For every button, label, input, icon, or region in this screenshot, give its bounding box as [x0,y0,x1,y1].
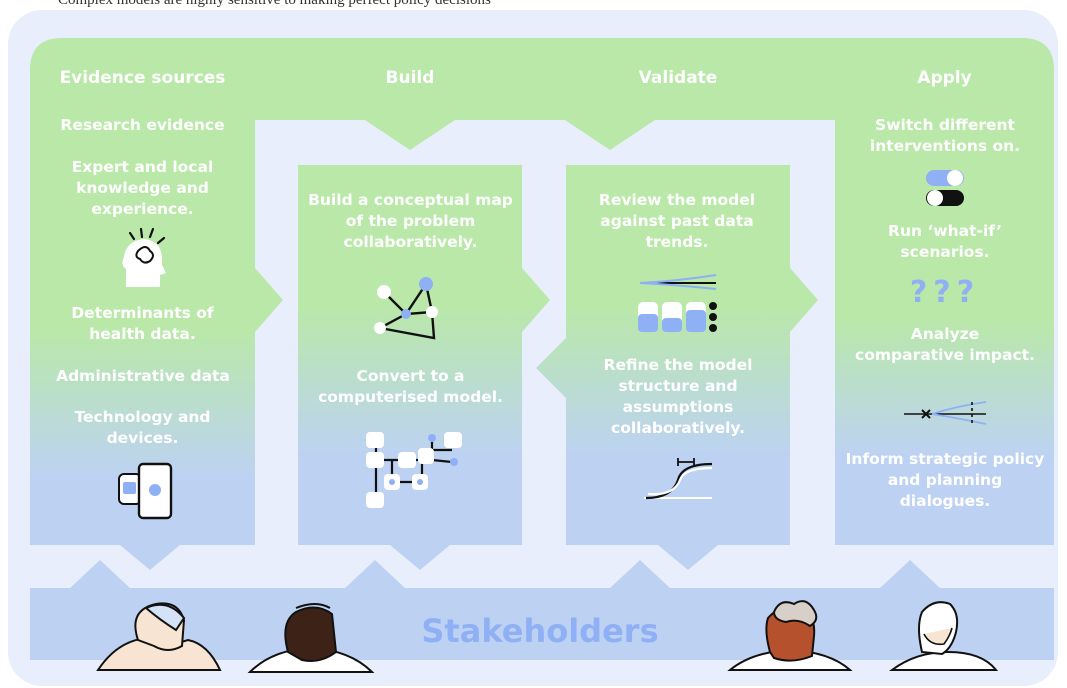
stakeholder-face-icon [247,603,375,673]
stakeholder-face-icon [96,602,222,671]
stakeholder-face-icon [727,600,853,671]
data-trend-icon [639,274,717,290]
question-marks-icon: ??? [910,275,980,310]
apply-item-switch: Switch different interventions on. [869,116,1021,155]
apply-item-inform: Inform strategic policy and planning dia… [845,450,1045,510]
header-band [30,38,1054,150]
bar-gauge-icon [638,302,717,332]
head-idea-icon [122,227,166,287]
evidence-column [30,110,283,570]
evidence-sources-header: Evidence sources [59,68,226,88]
build-item-convert: Convert to a computerised model. [318,367,503,406]
validate-column [536,165,818,570]
cropped-caption: Complex models are highly sensitive to m… [0,0,1067,12]
build-header: Build [385,68,435,88]
caption-text: Complex models are highly sensitive to m… [58,0,491,8]
validate-item-refine: Refine the model structure and assumptio… [603,356,753,437]
stakeholders-label: Stakeholders [421,612,659,650]
apply-column [835,110,1054,545]
stakeholder-face-icon [888,601,999,671]
evidence-item-administrative: Administrative data [56,367,230,385]
outer-frame [8,10,1058,686]
evidence-item-research: Research evidence [60,116,225,134]
build-item-conceptual: Build a conceptual map of the problem co… [308,191,513,251]
flowchart-icon [366,432,462,508]
smartwatch-phone-icon [118,462,173,520]
branching-lines-icon [904,401,987,425]
evidence-item-expert: Expert and local knowledge and experienc… [71,158,214,218]
build-column [298,165,550,570]
apply-item-analyze: Analyze comparative impact. [855,325,1035,364]
apply-header: Apply [917,68,972,88]
toggle-switches-icon [926,170,964,206]
validate-item-review: Review the model against past data trend… [598,191,756,251]
network-graph-icon [374,277,438,340]
evidence-item-determinants: Determinants of health data. [71,304,214,343]
evidence-item-technology: Technology and devices. [74,408,211,447]
apply-item-whatif: Run ‘what-if’ scenarios. [888,222,1002,261]
s-curve-icon [644,458,713,500]
validate-header: Validate [638,68,718,88]
